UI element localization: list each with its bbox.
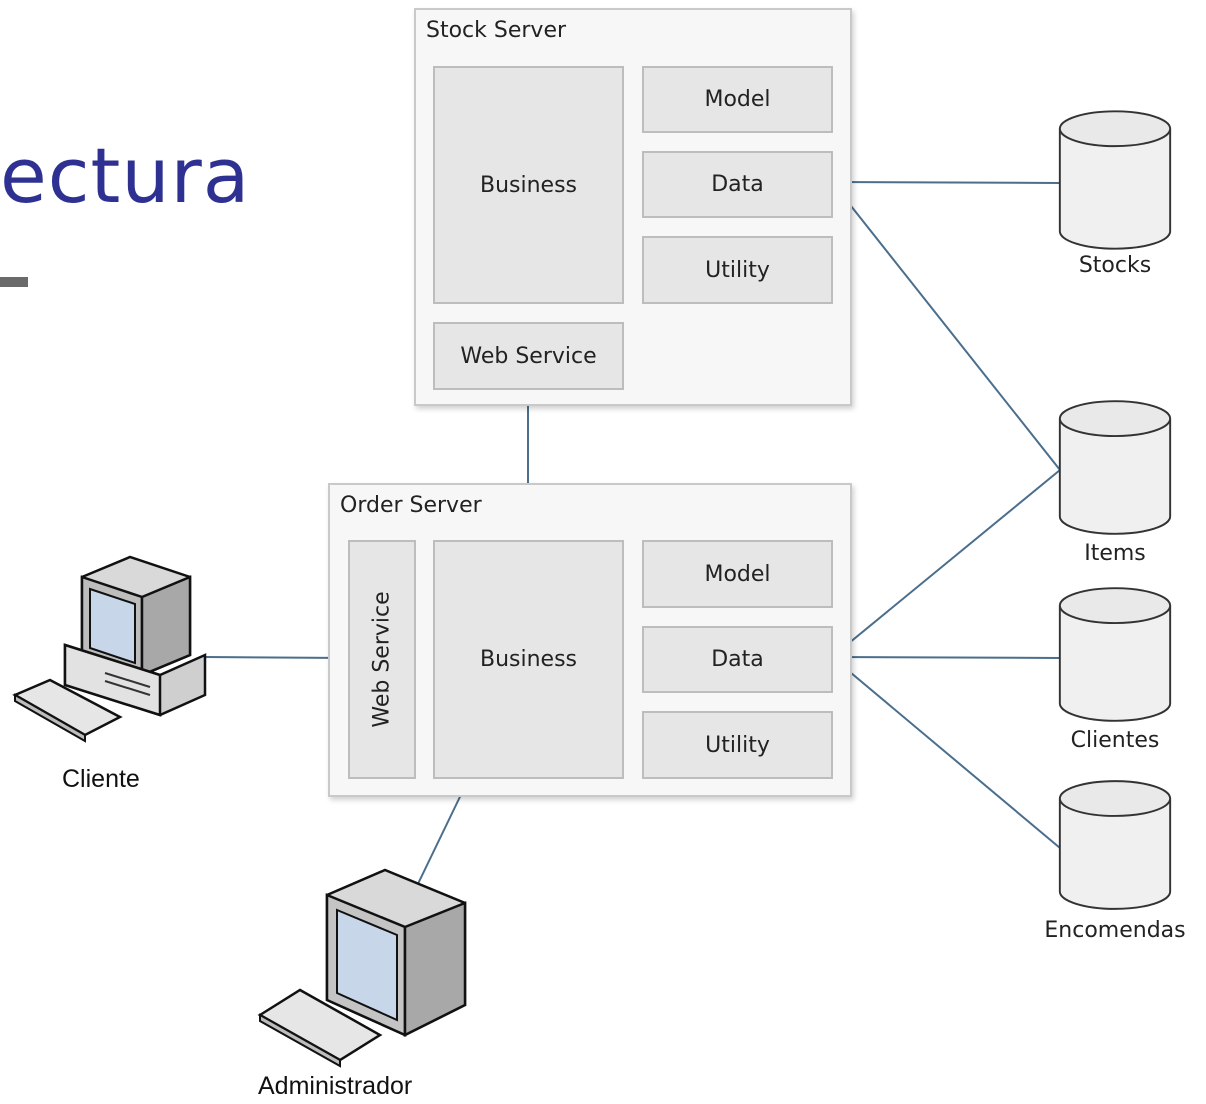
title-underline xyxy=(0,277,28,287)
stock-business-label: Business xyxy=(479,172,577,198)
cliente-label: Cliente xyxy=(62,765,140,793)
line-stock-data-to-items xyxy=(831,181,1061,471)
database-encomendas-label: Encomendas xyxy=(1044,918,1186,943)
cliente-computer-icon xyxy=(12,555,207,743)
order-model-box: Model xyxy=(642,540,833,608)
database-encomendas-icon xyxy=(1058,780,1172,910)
line-order-data-to-items xyxy=(831,469,1061,658)
stock-utility-label: Utility xyxy=(705,257,770,283)
line-cliente-to-order-ws xyxy=(204,656,349,659)
stock-model-box: Model xyxy=(642,66,833,133)
line-order-data-to-clientes xyxy=(831,656,1061,659)
order-server: Order Server Web Service Business Model … xyxy=(328,483,852,797)
database-items-icon xyxy=(1058,400,1172,535)
order-utility-label: Utility xyxy=(705,732,770,758)
stock-server: Stock Server Business Model Data Utility… xyxy=(414,8,852,406)
database-items-label: Items xyxy=(1084,541,1146,566)
slide-title: ectura xyxy=(0,131,251,220)
stock-server-label: Stock Server xyxy=(426,18,567,43)
stock-model-label: Model xyxy=(704,87,771,112)
database-stocks-label: Stocks xyxy=(1078,253,1152,278)
line-order-data-to-encomendas xyxy=(831,656,1061,849)
stock-web-service-box: Web Service xyxy=(433,322,624,390)
database-clientes-label: Clientes xyxy=(1070,728,1160,753)
stock-business-box: Business xyxy=(433,66,624,304)
order-model-label: Model xyxy=(704,561,771,587)
stock-utility-box: Utility xyxy=(642,236,833,304)
stock-web-service-label: Web Service xyxy=(460,343,597,369)
order-web-service-label: Web Service xyxy=(369,591,395,728)
order-business-box: Business xyxy=(433,540,624,779)
order-utility-box: Utility xyxy=(642,711,833,779)
stock-data-box: Data xyxy=(642,151,833,218)
order-web-service-box: Web Service xyxy=(348,540,416,779)
order-data-box: Data xyxy=(642,626,833,693)
database-clientes-icon xyxy=(1058,587,1172,722)
order-business-label: Business xyxy=(479,647,577,672)
administrador-label: Administrador xyxy=(258,1072,413,1100)
administrador-computer-icon xyxy=(257,868,467,1068)
order-server-label: Order Server xyxy=(340,493,482,518)
database-stocks-icon xyxy=(1058,110,1172,250)
line-stock-data-to-stocks xyxy=(831,181,1061,184)
stock-data-label: Data xyxy=(711,172,764,197)
order-data-label: Data xyxy=(711,647,764,672)
